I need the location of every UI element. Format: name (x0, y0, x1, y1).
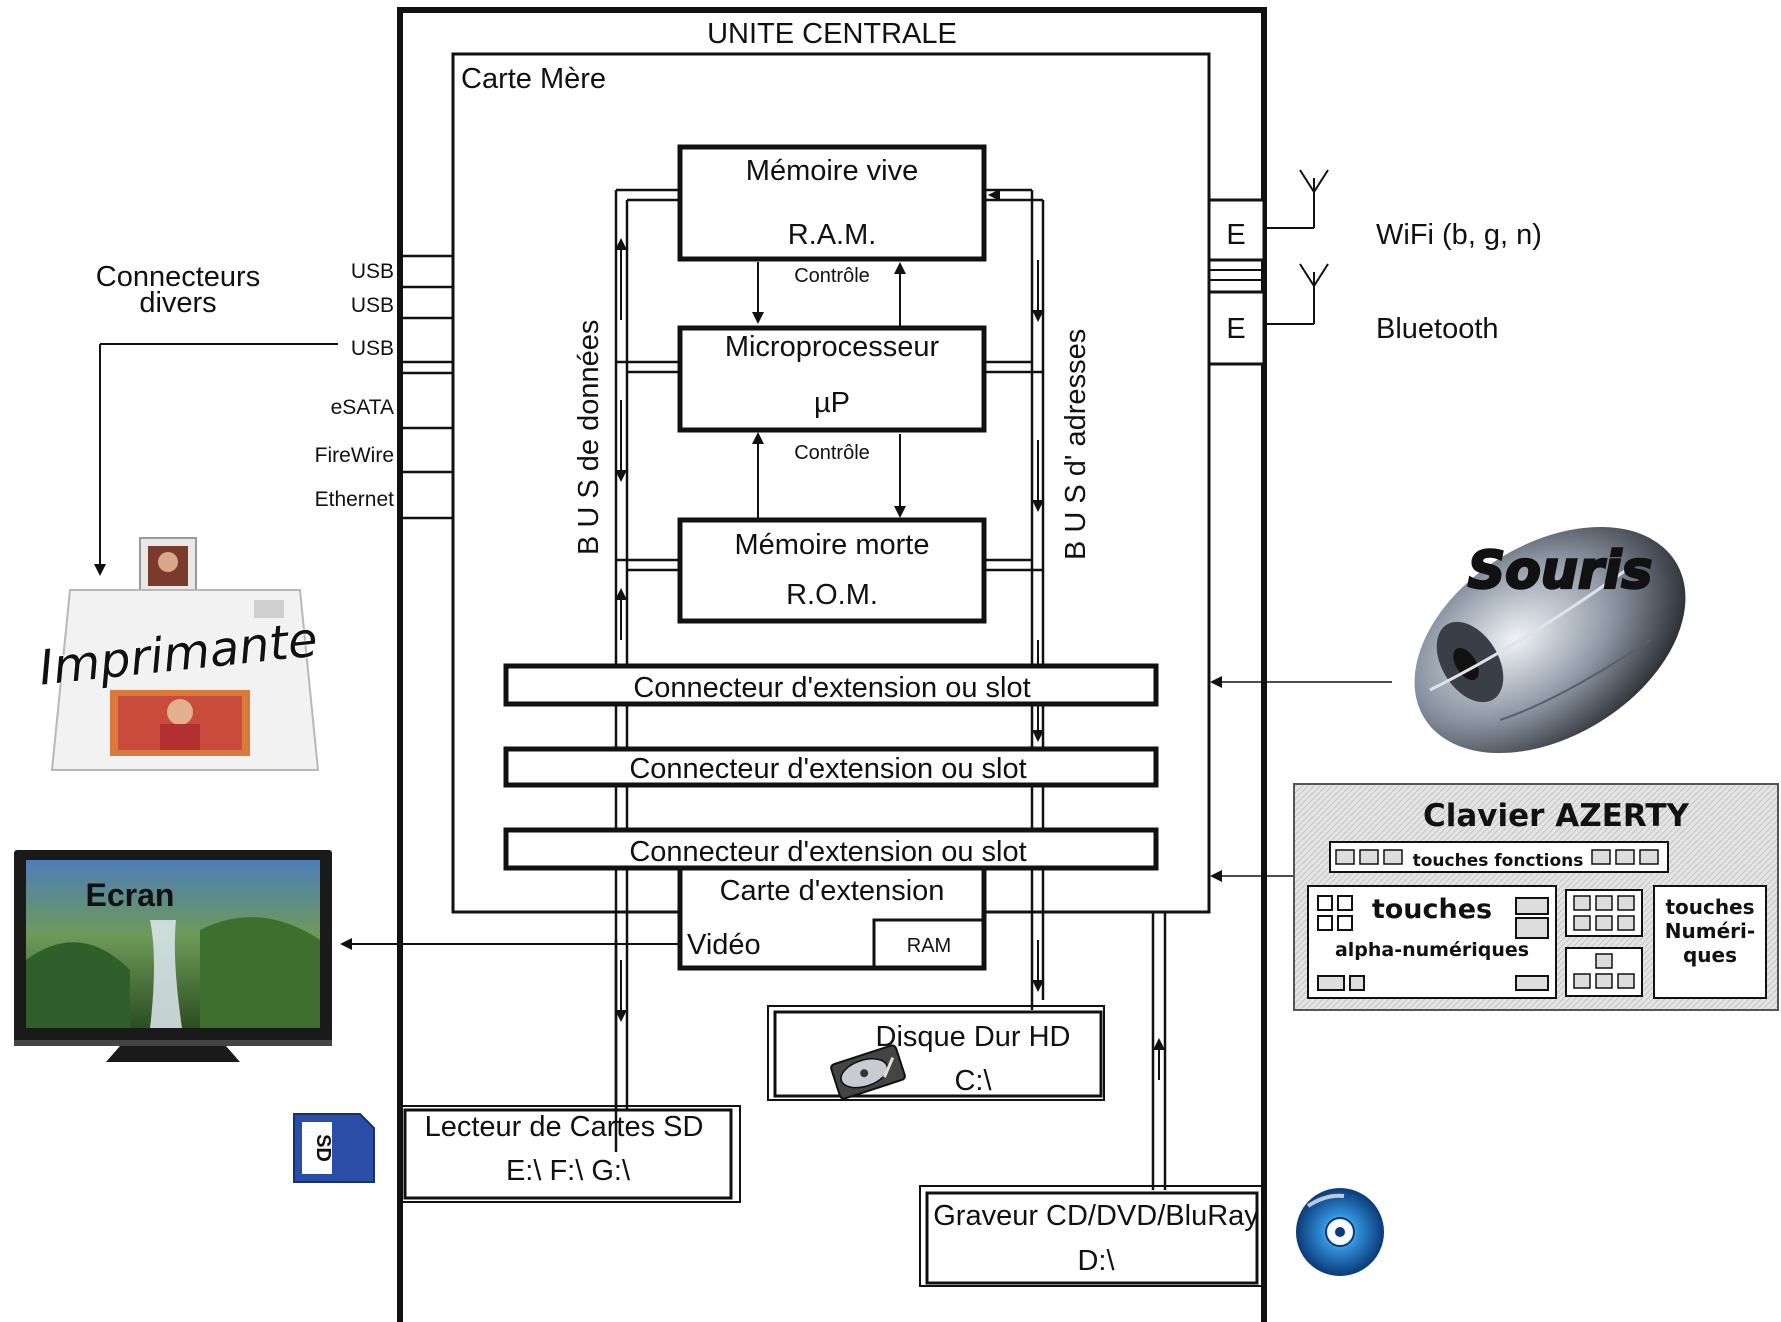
sd-card-icon: SD (293, 1113, 375, 1183)
port-usb-3: USB (351, 337, 394, 360)
keyboard-function-keys: touches fonctions (1413, 851, 1584, 871)
data-bus-label: B U S de données (573, 320, 605, 555)
mouse-label: Souris (1468, 541, 1653, 601)
expansion-card-title: Carte d'extension (720, 875, 945, 907)
expansion-card: Carte d'extension Vidéo RAM (677, 865, 987, 971)
optical-drive-letter: D:\ (1077, 1245, 1115, 1277)
cpu-name: Microprocesseur (725, 331, 940, 363)
cpu-block: Microprocesseur µP (677, 325, 987, 433)
address-bus-label: B U S d' adresses (1060, 329, 1092, 560)
sd-card-reader: Lecteur de Cartes SD E:\ F:\ G:\ (399, 1105, 741, 1203)
hdd-name: Disque Dur HD (876, 1021, 1071, 1053)
hdd-drive: C:\ (954, 1065, 992, 1097)
optical-drive-name: Graveur CD/DVD/BluRay (933, 1200, 1259, 1232)
optical-drive: Graveur CD/DVD/BluRay D:\ (919, 1185, 1263, 1287)
control-lines-top (752, 262, 906, 326)
rom-name: Mémoire morte (735, 529, 930, 561)
keyboard-alpha-line2: alpha-numériques (1335, 939, 1529, 961)
port-usb-2: USB (351, 294, 394, 317)
sd-reader-name: Lecteur de Cartes SD (425, 1111, 704, 1143)
keyboard-title: Clavier AZERTY (1423, 798, 1690, 834)
cd-disc-icon (1296, 1188, 1384, 1276)
screen-illustration: Ecran (14, 850, 332, 1062)
ram-abbr: R.A.M. (788, 219, 877, 251)
keyboard-numeric-line2: Numéri- (1665, 919, 1755, 943)
rom-abbr: R.O.M. (786, 579, 878, 611)
expansion-card-ram: RAM (907, 935, 951, 957)
slot-3-label: Connecteur d'extension ou slot (629, 836, 1026, 868)
expansion-card-video: Vidéo (687, 929, 761, 961)
keyboard-illustration: Clavier AZERTY touches fonctions touches… (1293, 783, 1779, 1011)
sd-card-label: SD (312, 1134, 334, 1162)
port-ethernet: Ethernet (315, 488, 395, 511)
keyboard-numeric-line3: ques (1683, 943, 1737, 967)
connectors-title-line1: Connecteurs (96, 261, 260, 293)
hard-disk: Disque Dur HD C:\ (767, 1005, 1105, 1101)
screen-label: Ecran (86, 877, 175, 913)
bluetooth-label: Bluetooth (1376, 313, 1499, 345)
slot-1-label: Connecteur d'extension ou slot (633, 672, 1030, 704)
mouse-illustration: Souris (1414, 526, 1686, 754)
central-unit-title: UNITE CENTRALE (707, 18, 957, 50)
keyboard-numeric-line1: touches (1665, 895, 1754, 919)
expansion-slots: Connecteur d'extension ou slot Connecteu… (503, 663, 1159, 871)
bluetooth-port-label: E (1226, 313, 1245, 345)
sd-reader-drives: E:\ F:\ G:\ (506, 1155, 631, 1187)
hard-disk-icon (830, 1044, 906, 1100)
control-label-top: Contrôle (794, 265, 870, 287)
wifi-port-label: E (1226, 219, 1245, 251)
left-ports (400, 254, 453, 520)
port-esata: eSATA (331, 396, 394, 419)
ram-block: Mémoire vive R.A.M. (677, 144, 987, 262)
cpu-abbr: µP (814, 387, 850, 419)
port-firewire: FireWire (315, 444, 394, 467)
address-bus-arrows (988, 189, 1165, 1080)
control-lines-bottom (752, 432, 906, 518)
printer-illustration: Imprimante (36, 537, 321, 771)
ram-name: Mémoire vive (746, 155, 918, 187)
wireless-ports (1207, 169, 1329, 366)
wifi-label: WiFi (b, g, n) (1376, 219, 1542, 251)
printer-connection (94, 343, 338, 576)
keyboard-alpha-line1: touches (1372, 894, 1492, 925)
central-unit-frame (397, 7, 1267, 1322)
slot-2-label: Connecteur d'extension ou slot (629, 753, 1026, 785)
central-unit: UNITE CENTRALE (397, 7, 1267, 1322)
port-usb-1: USB (351, 260, 394, 283)
connectors-title-line2: divers (139, 287, 216, 319)
control-label-bottom: Contrôle (794, 442, 870, 464)
rom-block: Mémoire morte R.O.M. (677, 517, 987, 624)
motherboard-label: Carte Mère (461, 63, 606, 95)
